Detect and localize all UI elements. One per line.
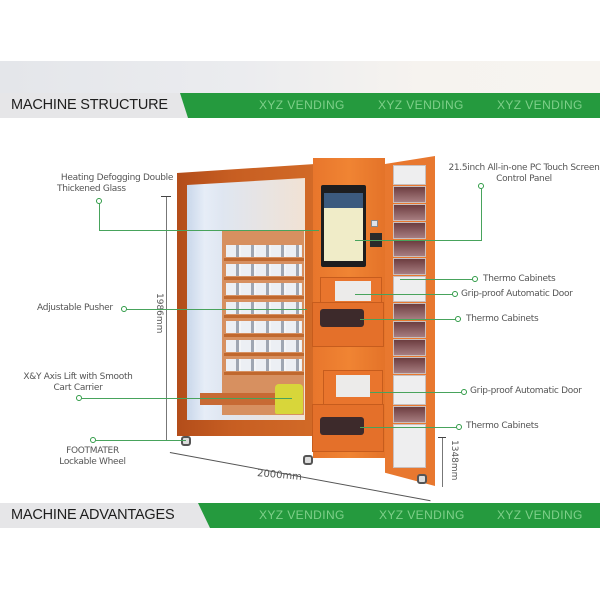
wheel bbox=[181, 436, 191, 446]
callout-door-2: Grip-proof Automatic Door bbox=[470, 386, 582, 396]
callout-wheel: FOOTMATER Lockable Wheel bbox=[59, 446, 126, 467]
brand-text: XYZ VENDING bbox=[378, 98, 464, 112]
callout-thermo-1: Thermo Cabinets bbox=[483, 274, 556, 284]
brand-text: XYZ VENDING bbox=[259, 508, 345, 522]
brand-strip bbox=[198, 503, 600, 528]
width-dimension-label: 2000mm bbox=[256, 468, 303, 483]
callout-dot bbox=[472, 276, 478, 282]
callout-thermo-3: Thermo Cabinets bbox=[466, 421, 539, 431]
section-title: MACHINE STRUCTURE bbox=[11, 97, 168, 113]
callout-dot bbox=[90, 437, 96, 443]
height-dimension-line bbox=[166, 196, 167, 440]
callout-dot bbox=[456, 424, 462, 430]
callout-dot bbox=[461, 389, 467, 395]
section-title: MACHINE ADVANTAGES bbox=[11, 507, 175, 523]
callout-glass: Heating Defogging Double Thickened Glass bbox=[57, 173, 174, 194]
callout-thermo-2: Thermo Cabinets bbox=[466, 314, 539, 324]
brand-strip bbox=[180, 93, 600, 118]
wheel bbox=[417, 474, 427, 484]
callout-dot bbox=[455, 316, 461, 322]
depth-dimension-label: 1348mm bbox=[449, 440, 459, 481]
automatic-door-lower bbox=[336, 375, 370, 397]
machine-structure-banner: MACHINE STRUCTURE XYZ VENDING XYZ VENDIN… bbox=[0, 93, 600, 118]
height-dimension-label: 1986mm bbox=[154, 293, 164, 334]
brand-text: XYZ VENDING bbox=[497, 508, 583, 522]
callout-touch-screen: 21.5inch All-in-one PC Touch Screen Cont… bbox=[448, 163, 600, 184]
card-reader-icon bbox=[371, 220, 378, 227]
top-gradient-band bbox=[0, 61, 600, 93]
wheel bbox=[303, 455, 313, 465]
callout-dot bbox=[478, 183, 484, 189]
brand-text: XYZ VENDING bbox=[379, 508, 465, 522]
callout-dot bbox=[96, 198, 102, 204]
depth-dimension-line bbox=[442, 437, 443, 487]
callout-dot bbox=[121, 306, 127, 312]
automatic-door-upper bbox=[335, 281, 371, 301]
brand-text: XYZ VENDING bbox=[259, 98, 345, 112]
machine-advantages-banner: MACHINE ADVANTAGES XYZ VENDING XYZ VENDI… bbox=[0, 503, 600, 528]
brand-text: XYZ VENDING bbox=[497, 98, 583, 112]
callout-door-1: Grip-proof Automatic Door bbox=[461, 289, 573, 299]
callout-dot bbox=[452, 291, 458, 297]
callout-pusher: Adjustable Pusher bbox=[37, 303, 113, 313]
callout-lift: X&Y Axis Lift with Smooth Cart Carrier bbox=[23, 372, 133, 393]
cart-carrier bbox=[275, 384, 303, 414]
callout-dot bbox=[76, 395, 82, 401]
